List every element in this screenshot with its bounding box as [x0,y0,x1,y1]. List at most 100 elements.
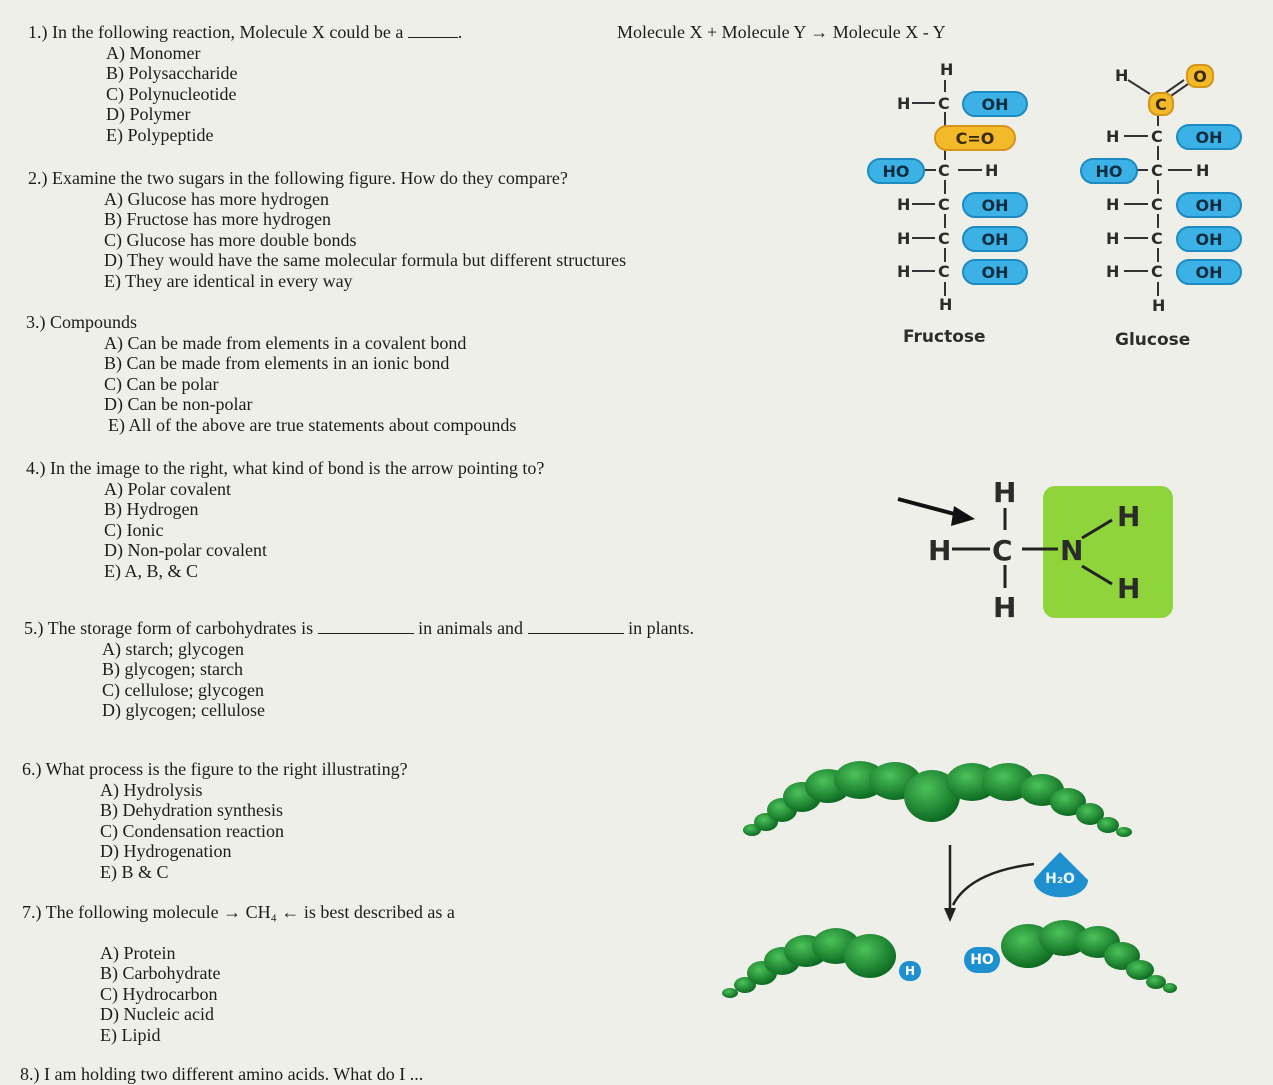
fructose-oh-5: OH [962,226,1028,252]
glucose-c-4: C [1151,195,1163,214]
question-2: 2.) Examine the two sugars in the follow… [28,168,626,292]
q7-option-b[interactable]: B) Carbohydrate [100,963,221,984]
q6-option-d[interactable]: D) Hydrogenation [100,841,232,862]
q5-option-c[interactable]: C) cellulose; glycogen [102,679,264,700]
q3-stem: 3.) Compounds [26,312,138,332]
question-3: 3.) Compounds A) Can be made from elemen… [26,312,516,436]
glucose-c-2: C [1151,127,1163,146]
q4-option-c[interactable]: C) Ionic [104,519,164,540]
q1-reaction: Molecule X + Molecule Y → Molecule X - Y [617,22,946,42]
q1-option-d[interactable]: D) Polymer [106,104,191,125]
q7-option-a[interactable]: A) Protein [100,942,176,963]
amine-group-highlight [1043,486,1173,618]
q4-option-e[interactable]: E) A, B, & C [104,560,199,581]
glucose-oh-2: OH [1176,124,1242,150]
hydroxyl-end-badge: HO [964,947,1000,973]
fructose-h-bottom: H [939,295,953,314]
q1-option-e[interactable]: E) Polypeptide [106,124,214,145]
q5-option-a[interactable]: A) starch; glycogen [102,638,244,659]
q1-blank[interactable] [407,37,458,38]
amine-h-top: H [993,476,1017,509]
question-7: 7.) The following molecule → CH₄ ← is be… [22,902,455,1046]
glucose-h-6: H [1106,262,1120,281]
amine-n: N [1060,534,1084,567]
q3-option-e[interactable]: E) All of the above are true statements … [108,414,517,435]
fructose-c-4: C [938,195,950,214]
fructose-oh-4: OH [962,192,1028,218]
glucose-oh-6: OH [1176,259,1242,285]
q2-option-b[interactable]: B) Fructose has more hydrogen [104,209,331,230]
glucose-h-4: H [1106,195,1120,214]
amine-c: C [992,534,1013,567]
q6-option-a[interactable]: A) Hydrolysis [100,779,203,800]
q3-option-c[interactable]: C) Can be polar [104,373,219,394]
fructose-carbonyl: C=O [934,125,1016,151]
q5-option-b[interactable]: B) glycogen; starch [102,659,243,680]
fructose-c-3: C [938,161,950,180]
q5-blank-1[interactable] [317,633,414,634]
q5-blank-2[interactable] [527,633,624,634]
q6-option-b[interactable]: B) Dehydration synthesis [100,800,283,821]
glucose-oh-5: OH [1176,226,1242,252]
amine-h-bottom: H [993,591,1017,624]
fructose-oh-1: OH [962,91,1028,117]
fructose-h-6: H [897,262,911,281]
fructose-label: Fructose [903,327,986,347]
q4-option-d[interactable]: D) Non-polar covalent [104,540,267,561]
fructose-c-1: C [938,94,950,113]
glucose-h-3: H [1196,161,1210,180]
glucose-h-2: H [1106,127,1120,146]
q2-option-a[interactable]: A) Glucose has more hydrogen [104,188,329,209]
q2-option-d[interactable]: D) They would have the same molecular fo… [104,250,627,271]
glucose-h-top: H [1115,66,1129,85]
glucose-ho: HO [1080,158,1138,184]
q1-option-a[interactable]: A) Monomer [106,42,201,63]
q4-option-b[interactable]: B) Hydrogen [104,499,199,520]
glucose-h-bottom: H [1152,296,1166,315]
glucose-oh-4: OH [1176,192,1242,218]
fructose-oh-6: OH [962,259,1028,285]
glucose-label: Glucose [1115,330,1191,350]
hydrogen-end-badge: H [899,961,921,981]
question-5: 5.) The storage form of carbohydrates is… [24,618,695,721]
fructose-c-6: C [938,262,950,281]
q3-option-d[interactable]: D) Can be non-polar [104,394,253,415]
glucose-c-aldehyde: C [1148,92,1174,116]
fructose-h-4: H [897,195,911,214]
q6-option-e[interactable]: E) B & C [100,861,169,882]
fructose-c-5: C [938,229,950,248]
q6-stem: 6.) What process is the figure to the ri… [22,759,408,779]
glucose-c-3: C [1151,161,1163,180]
glucose-h-5: H [1106,229,1120,248]
q7-stem: 7.) The following molecule → CH₄ ← is be… [22,902,455,922]
q7-option-d[interactable]: D) Nucleic acid [100,1004,214,1025]
fructose-h-3: H [985,161,999,180]
q3-option-b[interactable]: B) Can be made from elements in an ionic… [104,353,450,374]
q2-stem: 2.) Examine the two sugars in the follow… [28,168,568,188]
q3-option-a[interactable]: A) Can be made from elements in a covale… [104,332,467,353]
amine-h-n2: H [1117,572,1141,605]
fructose-ho: HO [867,158,925,184]
fructose-h-5: H [897,229,911,248]
q2-option-e[interactable]: E) They are identical in every way [104,270,353,291]
q4-option-a[interactable]: A) Polar covalent [104,478,231,499]
q2-option-c[interactable]: C) Glucose has more double bonds [104,229,357,250]
question-1: 1.) In the following reaction, Molecule … [28,22,463,145]
q1-option-b[interactable]: B) Polysaccharide [106,63,238,84]
q6-option-c[interactable]: C) Condensation reaction [100,820,284,841]
q5-option-d[interactable]: D) glycogen; cellulose [102,700,265,721]
amine-h-n1: H [1117,500,1141,533]
arrow-icon [897,497,975,526]
q8-stem: 8.) I am holding two different amino aci… [20,1064,424,1084]
fructose-h-1: H [897,94,911,113]
q5-stem: 5.) The storage form of carbohydrates is [24,618,314,638]
question-6: 6.) What process is the figure to the ri… [22,759,408,883]
fructose-h-top: H [940,60,954,79]
q7-option-e[interactable]: E) Lipid [100,1024,161,1045]
q7-option-c[interactable]: C) Hydrocarbon [100,983,218,1004]
q4-stem: 4.) In the image to the right, what kind… [26,458,545,478]
q1-option-c[interactable]: C) Polynucleotide [106,83,237,104]
